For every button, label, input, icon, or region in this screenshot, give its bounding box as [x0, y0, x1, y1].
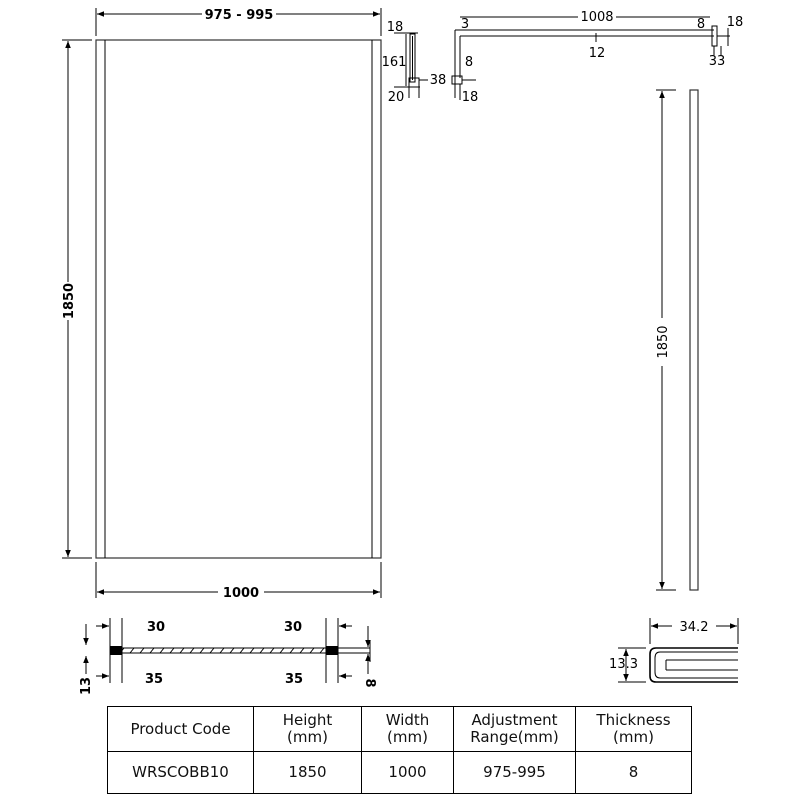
header-product-code: Product Code: [107, 706, 254, 752]
dim-section-30-right: 30: [284, 620, 302, 635]
spec-table: Product Code Height (mm) Width (mm) Adju…: [107, 706, 692, 794]
dim-height-front: 1850: [62, 283, 77, 319]
header-adjustment-range: Adjustment Range(mm): [453, 706, 576, 752]
dim-bottom-width: 1000: [223, 586, 259, 601]
channel-detail: 34.2 13.3: [609, 618, 739, 683]
profile-body: [409, 33, 416, 83]
dim-section-35-left: 35: [145, 672, 163, 687]
front-view: 975 - 995 1850 1000: [62, 8, 382, 601]
channel-lip: [665, 659, 738, 671]
value-thickness: 8: [575, 751, 692, 794]
dim-section-8: 8: [362, 678, 377, 687]
spec-table-value-row: WRSCOBB10 1850 1000 975-995 8: [107, 751, 692, 794]
dim-channel-height: 13.3: [609, 657, 638, 672]
dim-profile-38: 38: [430, 73, 447, 88]
header-width: Width (mm): [361, 706, 454, 752]
top-view: 3 1008 12 8 18 33 8 18: [451, 10, 744, 105]
dim-top-width: 975 - 995: [205, 8, 274, 23]
dim-profile-20: 20: [388, 90, 405, 105]
spec-table-header-row: Product Code Height (mm) Width (mm) Adju…: [107, 706, 692, 752]
dim-profile-18: 18: [387, 20, 404, 35]
value-product-code: WRSCOBB10: [107, 751, 254, 794]
dim-channel-width: 34.2: [680, 620, 709, 635]
channel-profile: [649, 647, 738, 683]
section-view: 30 30 35 35 13 8: [79, 618, 377, 695]
header-thickness: Thickness (mm): [575, 706, 692, 752]
dim-top-18-left: 18: [462, 90, 479, 105]
header-height: Height (mm): [253, 706, 362, 752]
profile-detail: 18 161 38 20: [382, 20, 447, 105]
side-view: 1850: [656, 89, 699, 591]
dim-top-8-left: 8: [465, 55, 473, 70]
glass-panel-front: [95, 39, 382, 559]
dim-top-8-right: 8: [697, 17, 705, 32]
dim-profile-161: 161: [382, 55, 407, 70]
dim-top-18-right: 18: [727, 15, 744, 30]
dim-top-12: 12: [589, 46, 606, 61]
section-clamp-left: [110, 646, 122, 655]
glass-panel-side: [689, 89, 699, 591]
dim-section-35-right: 35: [285, 672, 303, 687]
dim-top-1008: 1008: [580, 10, 613, 25]
channel-inner: [654, 651, 738, 679]
dim-top-33: 33: [709, 54, 726, 69]
dim-section-30-left: 30: [147, 620, 165, 635]
value-width: 1000: [361, 751, 454, 794]
dim-section-13: 13: [79, 677, 94, 695]
value-adjustment-range: 975-995: [453, 751, 576, 794]
dim-top-3: 3: [461, 17, 469, 32]
value-height: 1850: [253, 751, 362, 794]
dim-height-side: 1850: [656, 325, 671, 358]
section-hatch: [119, 647, 325, 654]
section-clamp-right: [326, 646, 338, 655]
